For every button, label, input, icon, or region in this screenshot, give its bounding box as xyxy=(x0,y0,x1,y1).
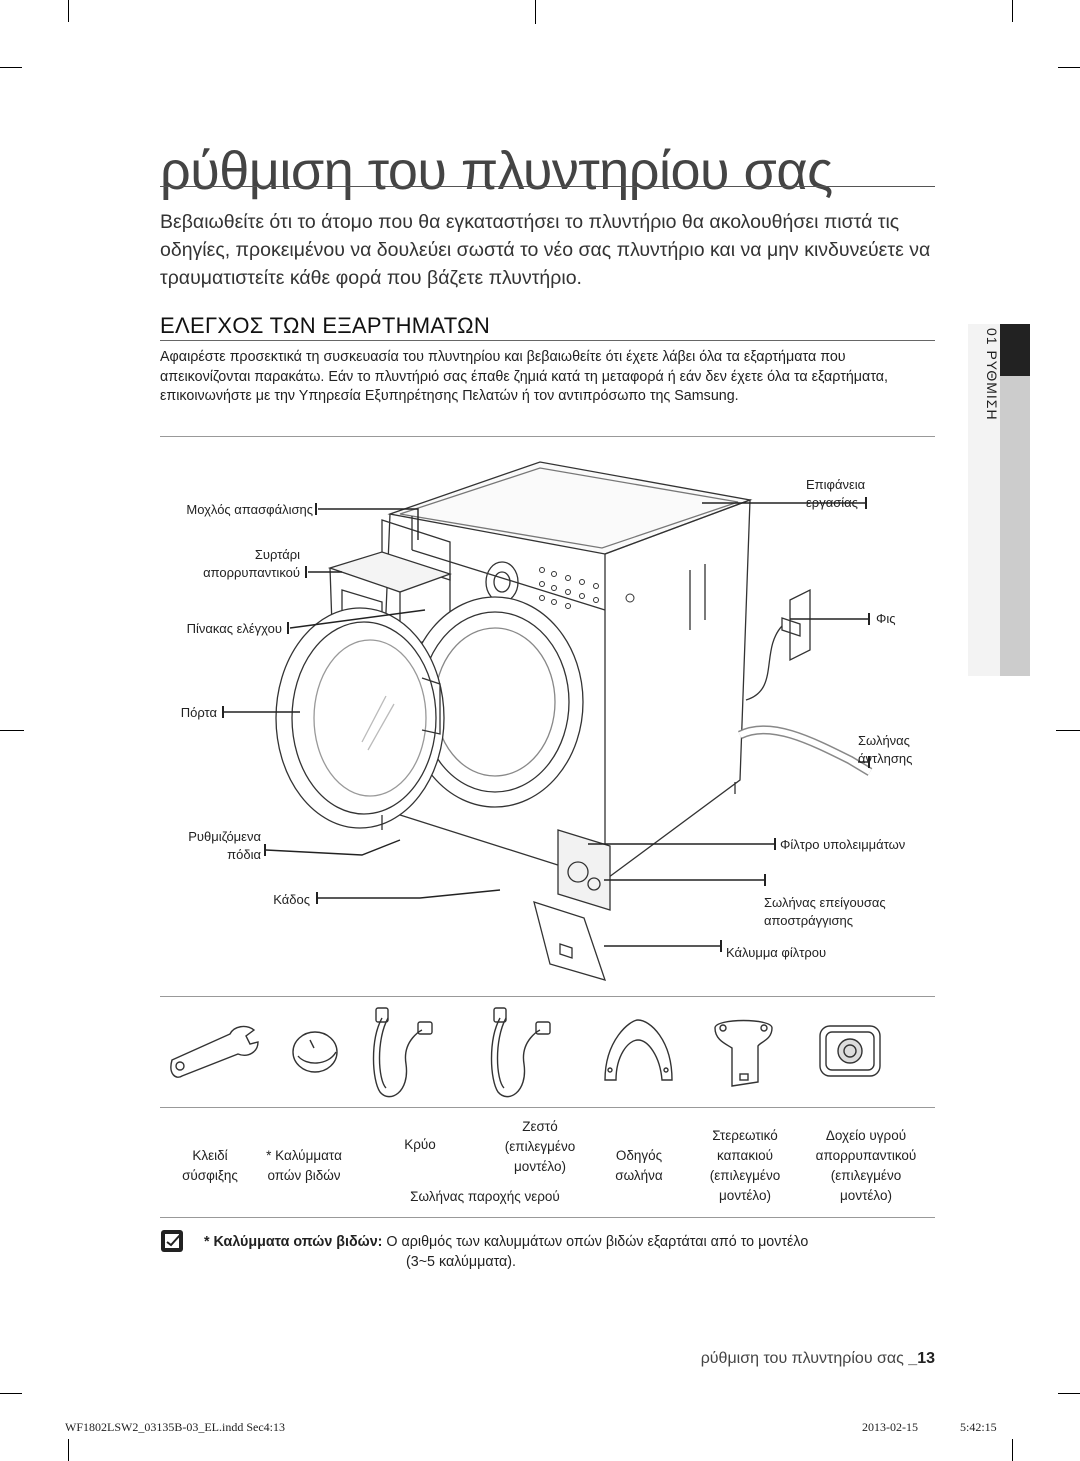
spanner-icon xyxy=(170,1025,259,1078)
label-drawer: απορρυπαντικού xyxy=(203,565,300,580)
crop-mark xyxy=(1058,67,1080,68)
label-drain-hose: άντλησης xyxy=(858,751,913,766)
side-tab-bar xyxy=(1000,376,1030,676)
crop-mark xyxy=(68,0,69,22)
label-adjustable-feet: πόδια xyxy=(227,847,261,862)
crop-mark xyxy=(1058,1393,1080,1394)
page-title: ρύθμιση του πλυντηρίου σας xyxy=(160,141,833,201)
label-drum: Κάδος xyxy=(273,892,310,907)
crop-mark xyxy=(0,730,24,731)
intro-paragraph: Βεβαιωθείτε ότι το άτομο που θα εγκαταστ… xyxy=(160,211,931,289)
accessories-illustration xyxy=(170,1007,881,1098)
label-worktop: Επιφάνεια xyxy=(806,477,866,492)
divider xyxy=(160,996,935,997)
side-tab-marker xyxy=(1000,324,1030,376)
label-plug: Φις xyxy=(876,611,896,626)
slug-time: 5:42:15 xyxy=(960,1420,997,1434)
crop-mark xyxy=(68,1439,69,1461)
label-cold-hose: Κρύο xyxy=(404,1137,436,1152)
divider xyxy=(160,436,935,437)
section-heading: ΕΛΕΓΧΟΣ ΤΩΝ ΕΞΑΡΤΗΜΑΤΩΝ xyxy=(160,313,491,338)
label-screw-caps: * Καλύμματα οπών βιδών xyxy=(266,1148,342,1183)
crop-mark xyxy=(1056,730,1080,731)
divider xyxy=(160,1217,935,1218)
section-body: Αφαιρέστε προσεκτικά τη συσκευασία του π… xyxy=(160,349,888,404)
divider xyxy=(160,1107,935,1108)
running-footer: ρύθμιση του πλυντηρίου σας _13 xyxy=(700,1350,935,1367)
crop-mark xyxy=(1012,0,1013,22)
label-drain-hose: Σωλήνας xyxy=(858,733,910,748)
crop-mark xyxy=(0,1393,22,1394)
label-filter-cover: Κάλυμμα φίλτρου xyxy=(726,945,827,960)
title-rule xyxy=(160,186,935,187)
crop-mark xyxy=(1012,1439,1013,1461)
cover-fixer-icon xyxy=(714,1019,773,1087)
label-lock-lever: Μοχλός απασφάλισης xyxy=(186,502,313,517)
washing-machine-diagram xyxy=(222,461,873,981)
cold-hose-icon xyxy=(372,1007,433,1098)
slug-date: 2013-02-15 xyxy=(862,1420,918,1434)
label-worktop: εργασίας xyxy=(806,495,858,510)
label-door: Πόρτα xyxy=(180,705,217,720)
side-tab-label: 01 ΡΥΘΜΙΣΗ xyxy=(984,328,1000,421)
screw-cap-icon xyxy=(292,1031,338,1073)
label-spanner: Κλειδί σύσφιξης xyxy=(182,1148,238,1183)
label-emergency-drain: Σωλήνας επείγουσας xyxy=(764,895,886,910)
label-drawer: Συρτάρι xyxy=(254,547,300,562)
label-adjustable-feet: Ρυθμιζόμενα xyxy=(188,829,261,844)
label-control-panel: Πίνακας ελέγχου xyxy=(186,621,282,636)
label-liquid-detergent: Δοχείο υγρού απορρυπαντικού (επιλεγμένο … xyxy=(815,1128,917,1203)
label-water-supply-hose: Σωλήνας παροχής νερού xyxy=(410,1189,560,1204)
hose-guide-icon xyxy=(604,1019,673,1081)
label-hot-hose: Ζεστό (επιλεγμένο μοντέλο) xyxy=(504,1119,576,1174)
label-hose-guide: Οδηγός σωλήνα xyxy=(615,1148,663,1183)
label-emergency-drain: αποστράγγισης xyxy=(764,913,854,928)
label-cover-fixer: Στερεωτικό καπακιού (επιλεγμένο μοντέλο) xyxy=(709,1128,781,1203)
hot-hose-icon xyxy=(490,1007,551,1098)
note-icon xyxy=(161,1230,183,1252)
label-debris-filter: Φίλτρο υπολειμμάτων xyxy=(780,837,906,852)
screw-caps-note: * Καλύμματα οπών βιδών: Ο αριθμός των κα… xyxy=(204,1234,809,1270)
crop-mark xyxy=(0,67,22,68)
section-rule xyxy=(160,340,935,341)
file-slug: WF1802LSW2_03135B-03_EL.indd Sec4:13 xyxy=(65,1420,285,1434)
liquid-detergent-container-icon xyxy=(819,1025,881,1077)
crop-mark xyxy=(535,0,536,24)
